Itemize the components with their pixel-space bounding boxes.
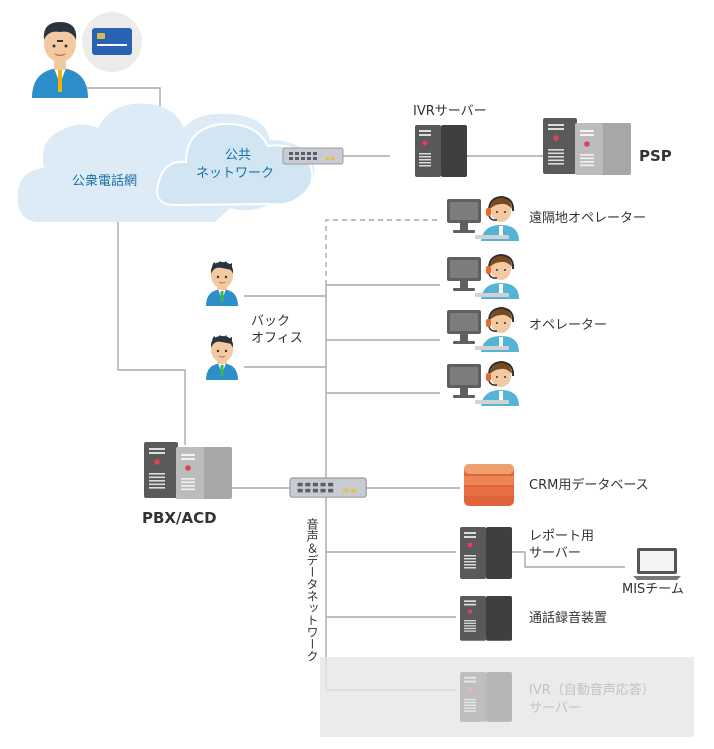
back-office-label-line2: オフィス bbox=[251, 331, 303, 346]
crm-database-label: CRM用データベース bbox=[529, 478, 649, 493]
operator-icon bbox=[446, 254, 520, 300]
server-icon bbox=[460, 672, 512, 722]
public-telephone-network-label: 公衆電話網 bbox=[72, 174, 138, 189]
voice-data-network-label: 音声＆データネットワーク bbox=[305, 518, 319, 662]
report-server-label-line1: レポート用 bbox=[529, 529, 595, 544]
server-icon bbox=[460, 596, 512, 641]
server-icon bbox=[460, 527, 512, 579]
ivr-auto-response-label-line2: サーバー bbox=[529, 701, 581, 716]
database-icon bbox=[464, 464, 514, 506]
cloud-icon bbox=[17, 103, 315, 222]
operator-label: オペレーター bbox=[529, 318, 608, 333]
back-office-label-line1: バック bbox=[251, 314, 291, 329]
switch-hub-icon bbox=[282, 147, 344, 165]
credit-card-icon bbox=[82, 12, 142, 72]
operator-icon bbox=[446, 307, 520, 353]
operator-icon bbox=[446, 361, 520, 407]
public-network-label-line1: 公共 bbox=[225, 148, 252, 163]
back-office-staff-icon bbox=[205, 260, 239, 307]
operator-icon bbox=[446, 196, 520, 242]
report-server-label-line2: サーバー bbox=[529, 546, 581, 561]
server-icon bbox=[415, 125, 467, 177]
back-office-staff-icon bbox=[205, 334, 239, 381]
server-icon bbox=[144, 442, 232, 499]
switch-hub-icon bbox=[289, 477, 367, 498]
public-network-label-line2: ネットワーク bbox=[196, 166, 275, 181]
mis-team-label: MISチーム bbox=[622, 582, 684, 597]
ivr-server-label: IVRサーバー bbox=[413, 104, 487, 119]
remote-operator-label: 遠隔地オペレーター bbox=[529, 211, 647, 226]
ivr-auto-response-label-line1: IVR（自動音声応答） bbox=[529, 683, 655, 698]
call-recorder-label: 通話録音装置 bbox=[529, 611, 608, 626]
laptop-icon bbox=[633, 548, 681, 580]
server-icon bbox=[543, 118, 631, 175]
customer-icon bbox=[32, 22, 88, 98]
pbx-acd-label: PBX/ACD bbox=[142, 509, 217, 527]
psp-label: PSP bbox=[639, 147, 672, 165]
